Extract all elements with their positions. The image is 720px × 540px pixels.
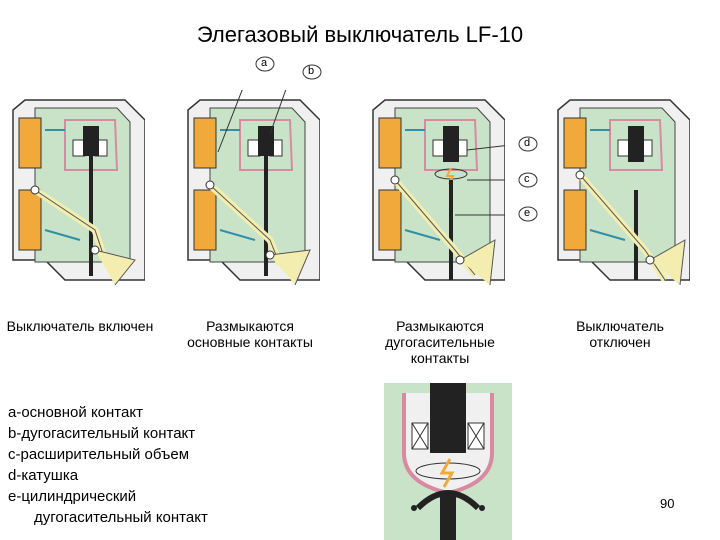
callout-a: a [261, 57, 268, 69]
callout-markers [255, 56, 538, 222]
callout-e: e [524, 207, 531, 219]
legend: a-основной контакт b-дугогасительный кон… [8, 402, 208, 528]
legend-item-d: d-катушка [8, 467, 79, 484]
breaker-open-diagram [557, 99, 690, 286]
legend-item-a: a-основной контакт [8, 404, 143, 421]
main-contacts-opening-diagram [187, 90, 320, 286]
callout-d: d [524, 137, 531, 149]
caption-open: Выключатель отключен [576, 318, 664, 350]
callout-b: b [308, 65, 315, 77]
arc-contacts-opening-diagram [372, 99, 505, 286]
legend-item-c: c-расширительный объем [8, 446, 190, 463]
legend-item-b: b-дугогасительный контакт [8, 425, 196, 442]
caption-closed: Выключатель включен [6, 318, 154, 334]
breaker-closed-diagram [12, 99, 145, 286]
page-number: 90 [660, 496, 675, 511]
callout-c: c [524, 173, 530, 185]
caption-main-contacts: Размыкаются основные контакты [187, 318, 313, 350]
page-title: Элегазовый выключатель LF-10 [196, 22, 524, 47]
legend-item-e: e-цилиндрический [8, 488, 137, 505]
arc-chamber-detail [384, 383, 512, 540]
caption-arc-contacts: Размыкаются дугогасительные контакты [385, 318, 495, 366]
legend-item-e-continued: дугогасительный контакт [34, 509, 208, 526]
